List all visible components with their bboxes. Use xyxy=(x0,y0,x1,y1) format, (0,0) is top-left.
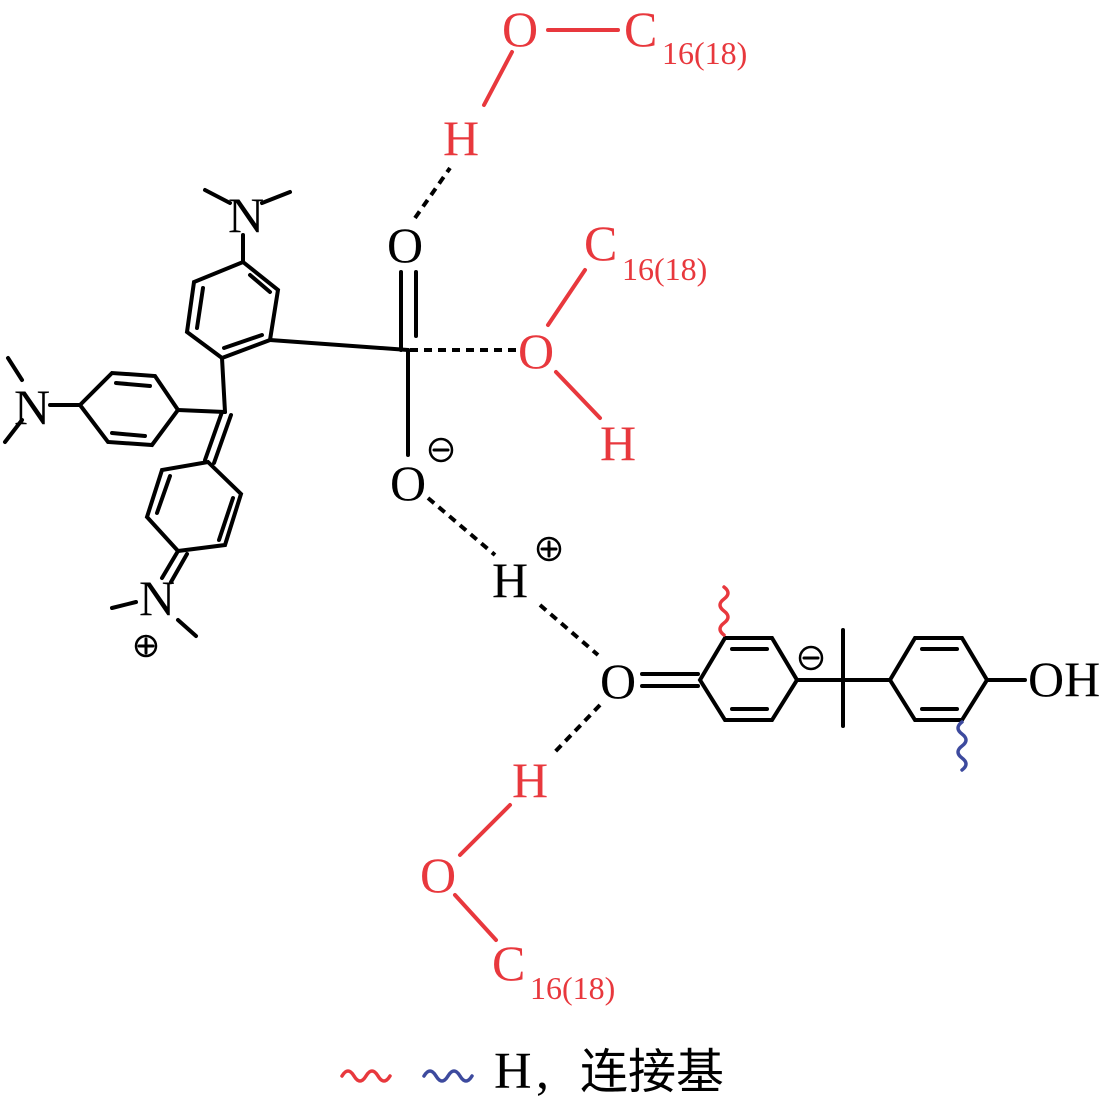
h-bond xyxy=(413,166,452,220)
chain-sub-mid: 16(18) xyxy=(622,251,707,287)
bond xyxy=(220,356,227,414)
bond xyxy=(203,410,224,462)
plus-charge-icon xyxy=(134,634,158,658)
methyl-bond xyxy=(260,190,292,205)
chain-sub-bottom: 16(18) xyxy=(530,970,615,1006)
bond xyxy=(169,552,189,584)
legend: H , 连接基 xyxy=(340,1043,724,1098)
chain-c-bottom: C xyxy=(492,935,525,991)
atom-h-red-bottom: H xyxy=(512,752,548,808)
ring-double-bond xyxy=(222,333,264,350)
h-bond xyxy=(538,603,600,657)
h-bond xyxy=(550,703,602,757)
minus-charge-icon xyxy=(428,437,454,463)
linker-wavy-blue-icon xyxy=(956,720,968,772)
ring-double-bond xyxy=(110,431,147,438)
bisphenol-molecule: O OH xyxy=(600,585,1100,772)
plus-charge-icon xyxy=(536,536,562,562)
ring-double-bond xyxy=(248,273,272,294)
atom-o-anion: O xyxy=(390,455,426,511)
bond xyxy=(268,338,410,352)
atom-n-left: N xyxy=(14,379,50,435)
minus-charge-icon xyxy=(798,645,824,671)
bond xyxy=(160,549,180,580)
linker-wavy-red-icon xyxy=(718,585,730,637)
bond xyxy=(176,408,227,414)
ring-double-bond xyxy=(155,474,172,515)
atom-n-top: N xyxy=(228,187,264,243)
chain-c-top: C xyxy=(624,1,657,57)
atom-n-bottom: N xyxy=(139,570,175,626)
chain-sub-top: 16(18) xyxy=(662,35,747,71)
bond xyxy=(453,893,498,942)
alcohol-mid: C 16(18) O H xyxy=(518,215,707,471)
ring-double-bond xyxy=(195,286,205,330)
h-bond xyxy=(426,496,497,557)
legend-separator: , xyxy=(536,1043,549,1098)
bond xyxy=(554,370,602,420)
methyl-bond xyxy=(203,188,232,205)
bond xyxy=(546,268,587,327)
atom-h-red-mid: H xyxy=(600,415,636,471)
atom-o-quinone: O xyxy=(600,653,636,709)
methyl-bond xyxy=(6,356,24,382)
legend-h: H xyxy=(494,1043,532,1098)
atom-o-carbonyl: O xyxy=(387,217,423,273)
atom-o-red-top: O xyxy=(502,1,538,57)
bond xyxy=(458,803,512,857)
legend-text: 连接基 xyxy=(580,1044,724,1098)
atom-o-red-mid: O xyxy=(518,323,554,379)
legend-wavy-blue-icon xyxy=(422,1069,474,1083)
atom-oh: OH xyxy=(1028,651,1100,707)
alcohol-top: O C 16(18) H xyxy=(443,1,747,166)
bond xyxy=(212,413,233,465)
atom-o-red-bottom: O xyxy=(420,847,456,903)
bond xyxy=(482,50,514,107)
legend-wavy-red-icon xyxy=(340,1069,392,1083)
methyl-bond xyxy=(110,600,138,610)
ring-double-bond xyxy=(217,496,235,542)
dye-molecule xyxy=(3,166,517,638)
atom-h-plus: H xyxy=(492,552,528,608)
ring-double-bond xyxy=(114,381,152,388)
alcohol-bottom: H O C 16(18) xyxy=(420,703,615,1006)
methyl-bond xyxy=(176,618,198,638)
atom-h-red-top: H xyxy=(443,110,479,166)
methyl-bond xyxy=(3,418,24,444)
chain-c-mid: C xyxy=(584,215,617,271)
